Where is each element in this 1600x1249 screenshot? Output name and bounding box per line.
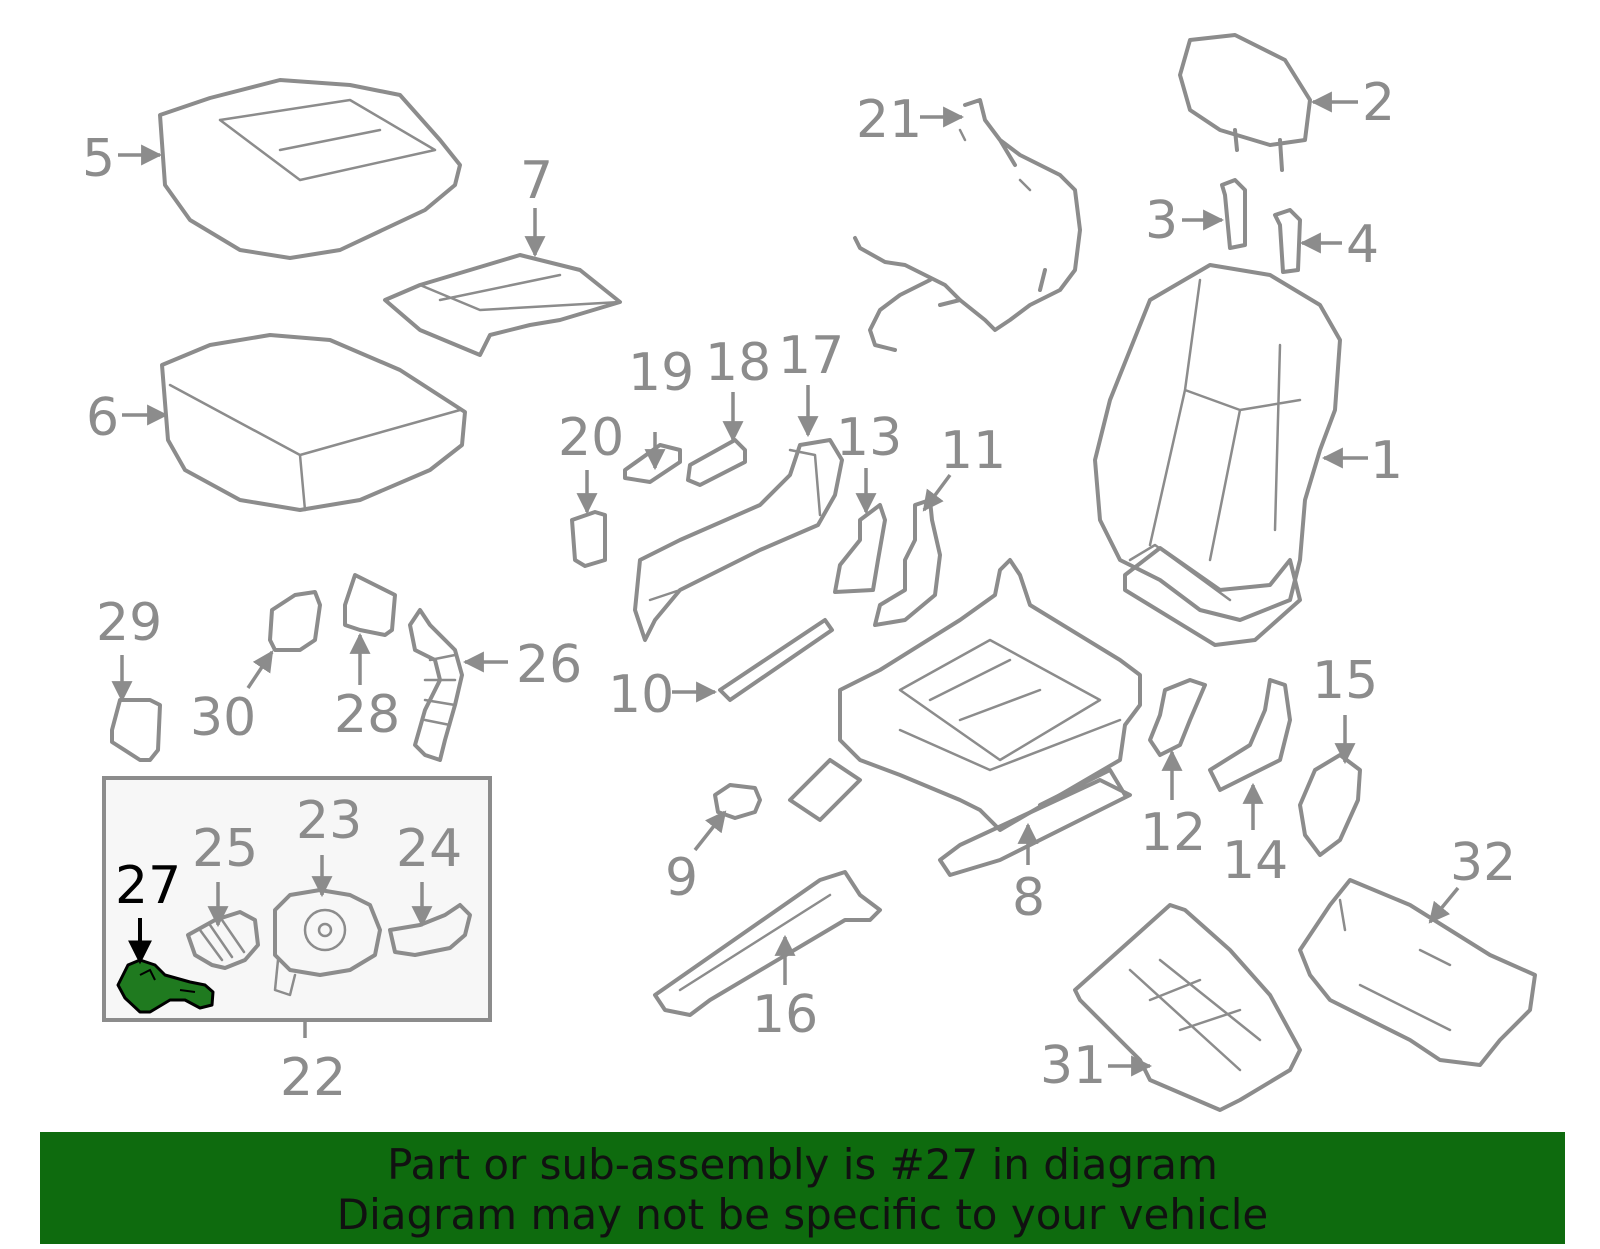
part-4-guide [1273, 208, 1302, 274]
callout-24: 24 [396, 819, 462, 879]
callout-15: 15 [1312, 651, 1378, 711]
banner-line-2: Diagram may not be specific to your vehi… [336, 1190, 1269, 1239]
part-14-cover [1208, 678, 1292, 792]
banner-line-1: Part or sub-assembly is #27 in diagram [387, 1140, 1218, 1189]
part-19-clip [623, 443, 682, 484]
callout-20: 20 [558, 408, 624, 468]
callout-32: 32 [1450, 833, 1516, 893]
callout-arrows [111, 91, 1460, 1077]
part-5-cushion-cover [158, 78, 462, 260]
callout-1: 1 [1370, 431, 1403, 491]
callout-4: 4 [1346, 215, 1379, 275]
part-3-guide [1220, 178, 1247, 250]
callout-30: 30 [190, 688, 256, 748]
part-21-wire-harness [853, 98, 1082, 352]
part-2-headrest [1178, 33, 1312, 172]
callout-5: 5 [82, 129, 115, 189]
info-banner: Part or sub-assembly is #27 in diagram D… [40, 1132, 1565, 1244]
callout-28: 28 [334, 685, 400, 745]
callout-22: 22 [280, 1048, 346, 1108]
part-28-duct [343, 573, 397, 637]
callout-11: 11 [940, 421, 1006, 481]
callout-2: 2 [1362, 73, 1395, 133]
callout-23: 23 [296, 791, 362, 851]
callout-8: 8 [1012, 868, 1045, 928]
part-24-duct [388, 903, 472, 957]
callout-21: 21 [856, 90, 922, 150]
callout-16: 16 [752, 985, 818, 1045]
callout-17: 17 [778, 326, 844, 386]
part-8-seat-frame [788, 558, 1142, 877]
part-17-side-shield [633, 438, 844, 642]
callout-13: 13 [836, 408, 902, 468]
callout-3: 3 [1145, 191, 1178, 251]
callout-27-highlighted: 27 [115, 856, 181, 916]
part-12-cover [1148, 678, 1207, 757]
part-9-block [713, 783, 762, 820]
callout-labels: 1 2 3 4 5 6 7 8 9 10 11 12 13 14 15 16 1… [82, 73, 1516, 1108]
callout-25: 25 [192, 819, 258, 879]
part-26-duct [408, 608, 464, 762]
part-31-pan [1073, 903, 1302, 1112]
part-30-duct [268, 590, 322, 652]
callout-6: 6 [86, 388, 119, 448]
callout-29: 29 [96, 593, 162, 653]
part-7-heater-pad [383, 253, 622, 357]
callout-10: 10 [608, 665, 674, 725]
part-16-rail [653, 870, 882, 1017]
part-13-cover [833, 503, 887, 594]
part-20-knob [570, 510, 607, 568]
part-10-rail-trim [718, 618, 834, 702]
callout-19: 19 [628, 343, 694, 403]
part-32-pan [1298, 878, 1537, 1067]
part-15-cap [1298, 753, 1362, 857]
part-1-seat-back [1093, 263, 1342, 647]
part-18-clip [686, 438, 747, 487]
part-11-cover [873, 498, 942, 627]
callout-9: 9 [665, 848, 698, 908]
callout-31: 31 [1040, 1036, 1106, 1096]
callout-26: 26 [516, 635, 582, 695]
callout-14: 14 [1222, 831, 1288, 891]
callout-7: 7 [520, 151, 553, 211]
part-6-cushion-pad [160, 333, 467, 512]
part-29-duct [110, 698, 162, 762]
callout-18: 18 [705, 333, 771, 393]
callout-12: 12 [1140, 803, 1206, 863]
